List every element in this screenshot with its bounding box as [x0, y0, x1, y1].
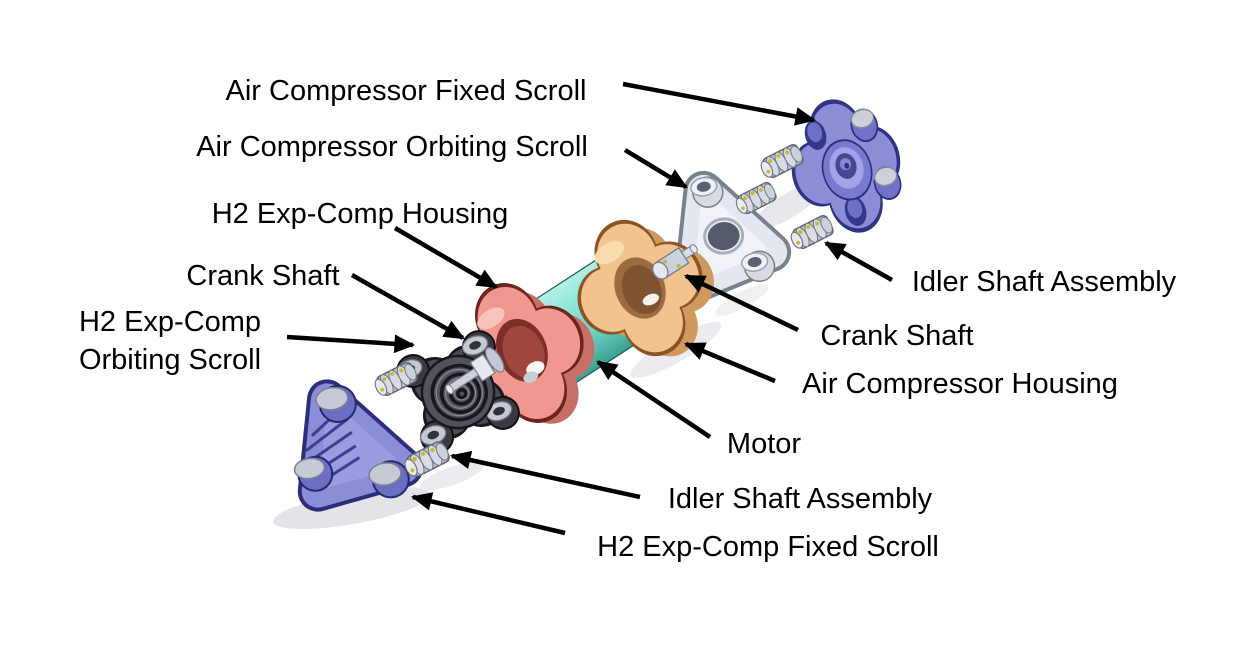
label-crank-shaft-right: Crank Shaft [820, 320, 973, 352]
label-idler-shaft-assembly-right: Idler Shaft Assembly [912, 266, 1177, 298]
label-air-compressor-fixed-scroll: Air Compressor Fixed Scroll [226, 75, 587, 107]
label-h2-exp-comp-orbiting-scroll-line2: Orbiting Scroll [79, 344, 261, 376]
label-h2-exp-comp-fixed-scroll: H2 Exp-Comp Fixed Scroll [597, 531, 939, 563]
label-crank-shaft-left: Crank Shaft [186, 260, 339, 292]
boss [315, 384, 357, 423]
leader-arrows [286, 81, 894, 536]
arrow-idler-shaft-assembly-right [824, 241, 894, 282]
arrow-h2-exp-comp-orbiting-scroll [286, 334, 416, 354]
part-labels: Air Compressor Fixed Scroll Air Compress… [79, 75, 1177, 563]
boss [293, 455, 334, 492]
part-h2-exp-comp-fixed-scroll [293, 379, 424, 512]
idler-shaft-assembly [371, 359, 421, 400]
part-crank-shaft-right [651, 244, 698, 280]
arrow-air-compressor-housing [684, 341, 776, 384]
label-air-compressor-orbiting-scroll: Air Compressor Orbiting Scroll [196, 131, 588, 163]
label-h2-exp-comp-housing: H2 Exp-Comp Housing [212, 198, 509, 230]
arrow-h2-exp-comp-housing [393, 226, 498, 289]
part-h2-exp-comp-housing [433, 260, 618, 446]
arrow-crank-shaft-right [684, 273, 799, 333]
label-motor: Motor [727, 428, 801, 460]
arrow-h2-exp-comp-fixed-scroll [410, 492, 566, 536]
arrow-air-compressor-fixed-scroll [622, 81, 817, 126]
label-air-compressor-housing: Air Compressor Housing [802, 368, 1118, 400]
arrow-air-compressor-orbiting-scroll [623, 148, 688, 189]
label-idler-shaft-assembly-bottom: Idler Shaft Assembly [668, 483, 933, 515]
arrow-crank-shaft-left [350, 273, 465, 340]
part-air-compressor-fixed-scroll [774, 85, 918, 247]
center-bore [703, 217, 745, 255]
shadow [715, 284, 769, 316]
part-crank-shaft-left [445, 347, 505, 395]
part-air-compressor-orbiting-scroll [671, 170, 792, 304]
label-h2-exp-comp-orbiting-scroll-line1: H2 Exp-Comp [79, 306, 261, 338]
arrow-motor [596, 360, 712, 439]
boss [368, 460, 410, 499]
arrow-idler-shaft-assembly-bottom [449, 450, 641, 500]
